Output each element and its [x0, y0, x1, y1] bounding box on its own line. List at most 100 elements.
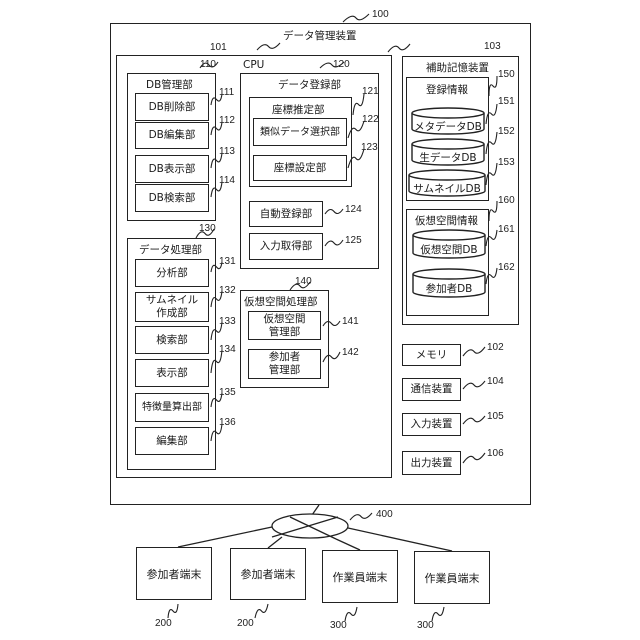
memory-label: メモリ — [416, 349, 448, 362]
thumbnail-db: サムネイルDB — [408, 169, 486, 197]
leader-line — [432, 607, 444, 621]
ref-121: 121 — [362, 86, 379, 97]
ref-120: 120 — [333, 59, 350, 70]
ref-102: 102 — [487, 342, 504, 353]
virtual-space-management-line1: 仮想空間 — [264, 313, 306, 326]
ref-104: 104 — [487, 376, 504, 387]
ref-123: 123 — [361, 142, 378, 153]
participant-terminal-1: 参加者端末 — [136, 547, 212, 600]
ref-130: 130 — [199, 223, 216, 234]
ref-300-b: 300 — [417, 620, 434, 631]
db-search-label: DB検索部 — [149, 192, 196, 205]
db-management-title: DB管理部 — [146, 77, 193, 92]
leader-line — [343, 14, 369, 22]
leader-line — [255, 604, 268, 618]
ref-110: 110 — [200, 59, 216, 70]
link-terminal-1 — [178, 527, 272, 547]
coordinate-estimation-title: 座標推定部 — [272, 102, 325, 117]
analysis-unit: 分析部 — [135, 259, 209, 287]
leader-line — [350, 513, 372, 520]
ref-112: 112 — [219, 115, 235, 126]
network-cloud — [272, 514, 348, 538]
db-display-unit: DB表示部 — [135, 155, 209, 183]
output-device-unit: 出力装置 — [402, 451, 461, 475]
db-display-label: DB表示部 — [149, 163, 196, 176]
virtual-space-info-title: 仮想空間情報 — [415, 213, 478, 228]
communication-unit: 通信装置 — [402, 378, 461, 401]
worker-terminal-1: 作業員端末 — [322, 550, 398, 603]
display-unit: 表示部 — [135, 359, 209, 387]
db-edit-label: DB編集部 — [149, 129, 196, 142]
ref-161: 161 — [498, 224, 515, 235]
memory-unit: メモリ — [402, 344, 461, 366]
ref-131: 131 — [219, 256, 236, 267]
search-unit: 検索部 — [135, 326, 209, 354]
ref-200-b: 200 — [237, 618, 254, 629]
ref-136: 136 — [219, 417, 236, 428]
edit-label: 編集部 — [156, 435, 188, 448]
db-edit-unit: DB編集部 — [135, 122, 209, 149]
metadata-db-label: メタデータDB — [411, 119, 485, 134]
search-label: 検索部 — [156, 334, 188, 347]
ref-150: 150 — [498, 69, 515, 80]
input-acquisition-unit: 入力取得部 — [249, 233, 323, 260]
ref-153: 153 — [498, 157, 515, 168]
input-acquisition-label: 入力取得部 — [260, 240, 313, 253]
ref-125: 125 — [345, 235, 362, 246]
communication-label: 通信装置 — [411, 383, 453, 396]
ref-140: 140 — [295, 276, 312, 287]
leader-line — [345, 607, 357, 621]
cpu-title: CPU — [243, 59, 264, 71]
device-title: データ管理装置 — [283, 28, 357, 43]
worker-terminal-2: 作業員端末 — [414, 551, 490, 604]
ref-124: 124 — [345, 204, 362, 215]
ref-400: 400 — [376, 509, 393, 520]
similar-data-selection-label: 類似データ選択部 — [260, 126, 340, 139]
virtual-space-management-unit: 仮想空間 管理部 — [248, 311, 321, 340]
input-device-unit: 入力装置 — [402, 413, 461, 436]
db-delete-unit: DB削除部 — [135, 93, 209, 121]
virtual-space-db-label: 仮想空間DB — [412, 242, 486, 257]
thumbnail-db-label: サムネイルDB — [408, 181, 486, 196]
similar-data-selection-unit: 類似データ選択部 — [253, 118, 347, 146]
ref-114: 114 — [219, 175, 235, 186]
metadata-db: メタデータDB — [411, 107, 485, 135]
participant-terminal-2: 参加者端末 — [230, 548, 306, 600]
ref-160: 160 — [498, 195, 515, 206]
aux-storage-title: 補助記憶装置 — [426, 60, 489, 75]
auto-registration-label: 自動登録部 — [260, 208, 313, 221]
auto-registration-unit: 自動登録部 — [249, 201, 323, 227]
link-terminal-2 — [268, 537, 282, 548]
ref-141: 141 — [342, 316, 359, 327]
ref-200-a: 200 — [155, 618, 172, 629]
raw-data-db: 生データDB — [411, 138, 485, 166]
ref-111: 111 — [219, 87, 234, 98]
output-device-label: 出力装置 — [411, 457, 453, 470]
coordinate-setting-unit: 座標設定部 — [253, 155, 347, 181]
ref-133: 133 — [219, 316, 236, 327]
participant-management-line2: 管理部 — [269, 364, 301, 377]
ref-113: 113 — [219, 146, 235, 157]
virtual-space-processing-title: 仮想空間処理部 — [244, 294, 318, 309]
db-search-unit: DB検索部 — [135, 184, 209, 212]
worker-terminal-3-label: 作業員端末 — [425, 570, 480, 586]
feature-calculation-unit: 特徴量算出部 — [135, 393, 209, 422]
ref-105: 105 — [487, 411, 504, 422]
thumbnail-creation-line2: 作成部 — [156, 307, 188, 320]
ref-152: 152 — [498, 126, 515, 137]
participant-management-unit: 参加者 管理部 — [248, 349, 321, 379]
display-label: 表示部 — [156, 367, 188, 380]
ref-103: 103 — [484, 41, 501, 52]
registration-info-title: 登録情報 — [426, 82, 468, 97]
network-cross-a — [290, 517, 336, 539]
virtual-space-db: 仮想空間DB — [412, 229, 486, 259]
participant-db: 参加者DB — [412, 268, 486, 298]
participant-db-label: 参加者DB — [412, 281, 486, 296]
ref-100: 100 — [372, 9, 389, 20]
worker-terminal-1-label: 作業員端末 — [333, 569, 388, 585]
db-delete-label: DB削除部 — [149, 101, 196, 114]
leader-line — [168, 604, 178, 618]
ref-135: 135 — [219, 387, 236, 398]
network-cross-b — [272, 517, 338, 537]
participant-terminal-1-label: 参加者端末 — [147, 566, 202, 582]
